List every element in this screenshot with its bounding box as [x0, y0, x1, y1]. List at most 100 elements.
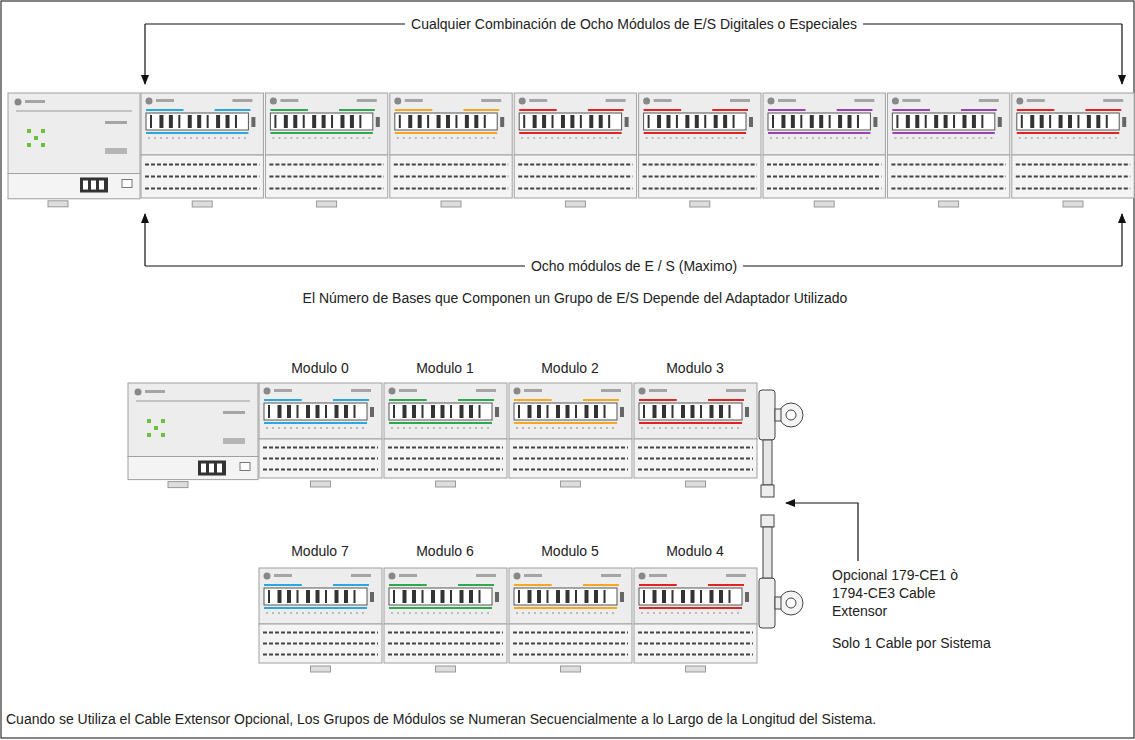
terminal-mark [657, 115, 661, 128]
terminal-mark [604, 405, 606, 418]
faux-print [399, 574, 417, 577]
color-band [583, 399, 619, 401]
terminal-mark [1059, 115, 1063, 128]
faux-print [529, 99, 547, 102]
cable-segment [763, 527, 772, 578]
terminal-screw [201, 464, 206, 473]
terminal-mark [427, 115, 429, 128]
color-band [1017, 109, 1055, 111]
terminal-mark [437, 115, 441, 128]
faux-print [730, 99, 750, 102]
terminal-base [514, 155, 636, 198]
module-label: Modulo 5 [541, 542, 599, 560]
key-switch [1122, 117, 1126, 127]
key-switch [873, 117, 877, 127]
label-window [395, 113, 497, 130]
color-band [639, 584, 677, 586]
module-cover [390, 93, 512, 155]
terminal-mark [666, 115, 670, 128]
status-led [154, 426, 158, 430]
terminal-row [643, 176, 757, 178]
terminal-row [638, 643, 753, 645]
bracket-label: Ocho módulos de E / S (Maximo) [525, 257, 743, 275]
index-dots [272, 137, 372, 139]
logo-dot [643, 98, 650, 105]
terminal-mark [542, 115, 546, 128]
faux-print [524, 389, 542, 392]
connector-body [759, 390, 775, 440]
module-cover [259, 568, 382, 624]
terminal-mark [284, 115, 288, 128]
faux-print [601, 389, 621, 392]
terminal-mark [733, 115, 735, 128]
io-module [384, 568, 507, 672]
io-module [390, 93, 512, 207]
terminal-row [388, 653, 503, 655]
terminal-row [638, 458, 753, 460]
terminal-mark [518, 590, 520, 603]
terminal-row [638, 468, 753, 470]
adapter-base [8, 174, 140, 199]
index-dots [1019, 137, 1119, 139]
caption: Cuando se Utiliza el Cable Extensor Opci… [6, 710, 876, 728]
faux-print [778, 99, 796, 102]
index-dots [397, 137, 497, 139]
cable-plug [761, 515, 774, 527]
module-cover [763, 93, 885, 155]
terminal-mark [1077, 115, 1079, 128]
terminal-base [265, 155, 387, 198]
terminal-mark [1030, 115, 1034, 128]
faux-print [854, 99, 874, 102]
color-band [583, 584, 619, 586]
key-switch [370, 407, 374, 417]
terminal-mark [399, 115, 401, 128]
terminal-mark [1106, 115, 1108, 128]
module-cover [141, 93, 263, 155]
module-label: Modulo 6 [416, 542, 474, 560]
color-band [458, 584, 494, 586]
faux-print [274, 389, 292, 392]
module-label: Modulo 2 [541, 359, 599, 377]
terminal-mark [906, 115, 910, 128]
din-clip [814, 201, 834, 207]
color-band [712, 109, 748, 111]
logo-dot [135, 389, 142, 396]
module-cover [509, 568, 632, 624]
terminal-mark [287, 405, 291, 418]
terminal-mark [350, 115, 354, 128]
terminal-row [388, 468, 503, 470]
terminal-base [639, 155, 761, 198]
label-window [514, 588, 617, 605]
terminal-mark [604, 590, 606, 603]
faux-print [223, 438, 245, 444]
module-label: Modulo 0 [291, 359, 349, 377]
key-switch [500, 117, 504, 127]
color-band [389, 399, 427, 401]
din-clip [690, 201, 710, 207]
terminal-mark [719, 590, 723, 603]
terminal-row [1016, 176, 1130, 178]
din-clip [939, 201, 959, 207]
logo-dot [1016, 98, 1023, 105]
terminal-mark [547, 405, 549, 418]
module-cover [639, 93, 761, 155]
logo-dot [264, 573, 271, 580]
module-cover [1012, 93, 1134, 155]
logo-dot [514, 573, 521, 580]
terminal-mark [643, 590, 645, 603]
note: Solo 1 Cable por Sistema [832, 634, 991, 652]
terminal-mark [316, 405, 320, 418]
index-dots [646, 137, 746, 139]
terminal-mark [403, 405, 407, 418]
terminal-mark [460, 405, 464, 418]
key-switch [745, 592, 749, 602]
color-band [463, 109, 499, 111]
faux-print [1103, 99, 1123, 102]
faux-print [351, 574, 371, 577]
module-cover [265, 93, 387, 155]
color-band [639, 607, 742, 609]
terminal-mark [431, 590, 435, 603]
terminal-mark [857, 115, 859, 128]
module-label: Modulo 7 [291, 542, 349, 560]
terminal-row [518, 188, 632, 190]
